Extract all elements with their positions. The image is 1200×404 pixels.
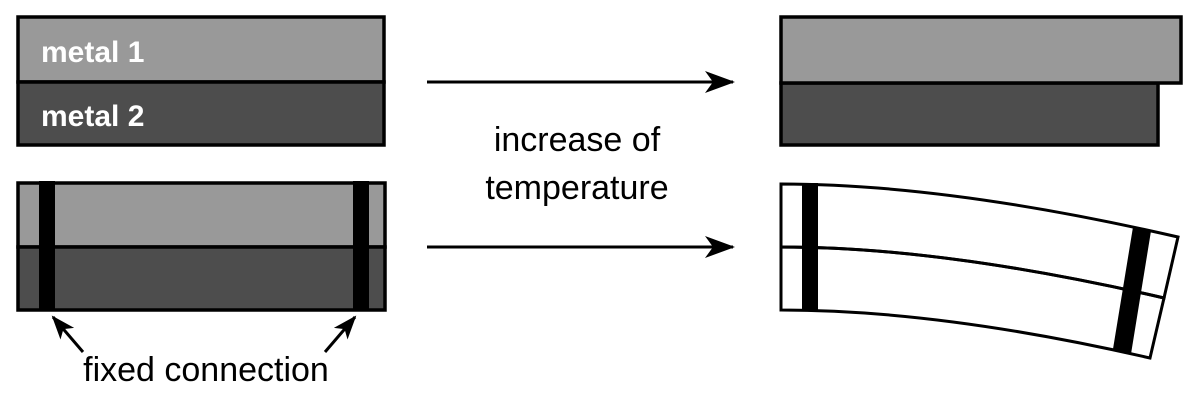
metal2-layer-expanded xyxy=(779,81,1160,147)
fixed-connection-pointer-left xyxy=(51,315,85,353)
bent-fixed-band-left xyxy=(802,183,818,310)
bent-fixed-band-right xyxy=(1113,227,1151,354)
bonded-metal2-layer xyxy=(16,245,387,312)
separate-strips-after-heating xyxy=(779,15,1183,147)
metal2-label: metal 2 xyxy=(41,100,144,133)
bonded-strip-after-heating xyxy=(779,182,1180,360)
transition: increase of temperature xyxy=(427,71,735,258)
bent-metal1-layer xyxy=(779,182,1180,300)
fixed-connection-band-right xyxy=(353,181,369,311)
separate-strips-before-heating: metal 1 metal 2 xyxy=(16,15,386,147)
fixed-connection-label: fixed connection xyxy=(83,351,329,389)
metal1-layer-before xyxy=(16,15,386,84)
metal2-layer-before xyxy=(16,80,386,147)
bonded-metal1-layer xyxy=(16,181,387,249)
fixed-connection-band-left xyxy=(39,181,55,311)
fixed-connection-pointer-right xyxy=(323,315,357,353)
fixed-connection-annotation: fixed connection xyxy=(51,315,357,389)
transition-caption-line1: increase of xyxy=(494,121,661,159)
transition-caption-line2: temperature xyxy=(485,169,668,207)
bonded-strip-before-heating xyxy=(16,181,387,312)
metal1-layer-expanded xyxy=(779,15,1183,85)
bent-metal2-layer xyxy=(779,245,1166,360)
metal1-label: metal 1 xyxy=(41,36,144,69)
